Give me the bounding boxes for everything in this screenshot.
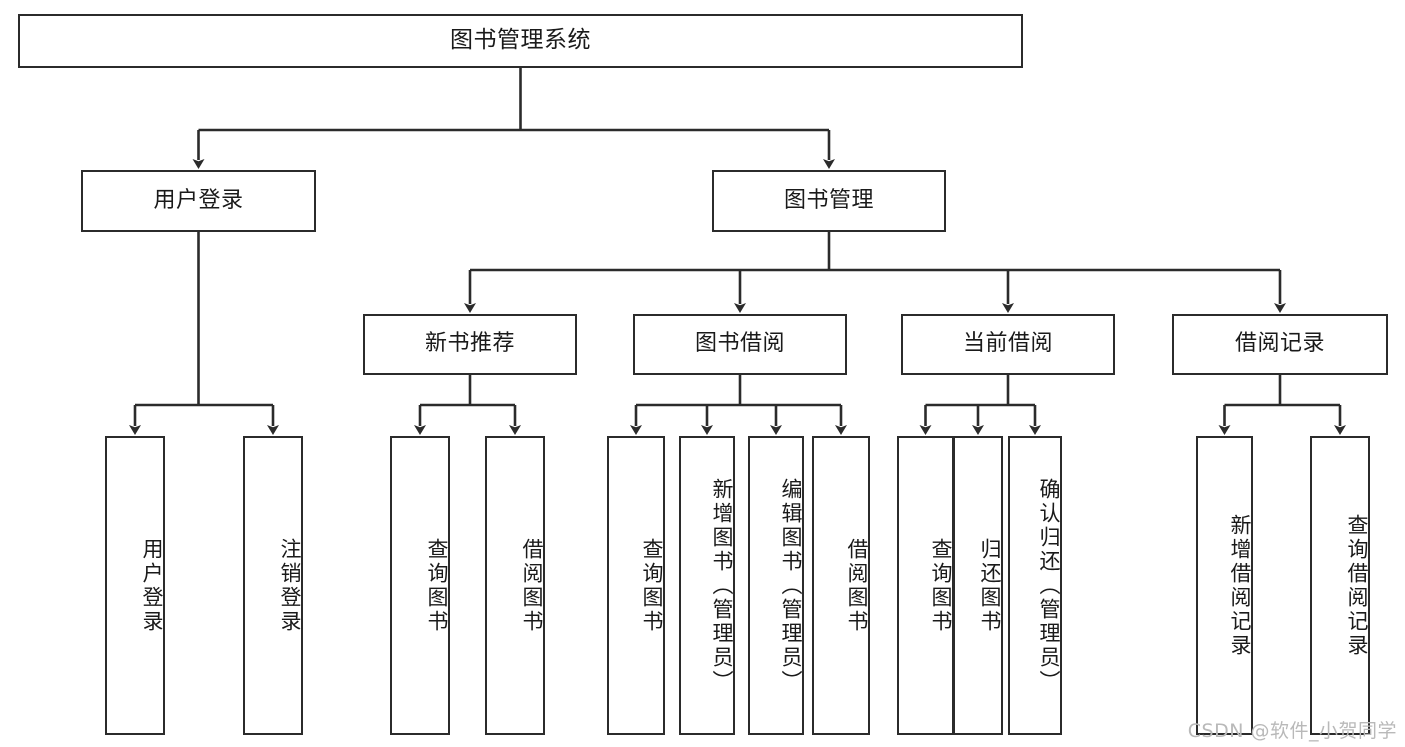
node-label: 新增借阅记录 [1228, 513, 1252, 658]
node-label: 借阅图书 [520, 537, 544, 634]
node-level2-用户登录[interactable]: 用户登录 [81, 170, 316, 232]
node-leaf-新书推荐-查询图书[interactable]: 查询图书 [390, 436, 450, 735]
node-label: 当前借阅 [962, 331, 1053, 357]
node-label: 用户登录 [140, 537, 164, 634]
node-label: 新增图书（管理员） [710, 477, 734, 694]
node-leaf-当前借阅-查询图书[interactable]: 查询图书 [897, 436, 954, 735]
node-label: 查询图书 [640, 537, 664, 634]
node-level3-新书推荐[interactable]: 新书推荐 [363, 314, 577, 375]
node-label: 用户登录 [153, 187, 244, 213]
node-label: 借阅记录 [1234, 331, 1325, 357]
watermark-text: CSDN @软件_小贺同学 [1187, 720, 1397, 742]
node-label: 确认归还（管理员） [1037, 477, 1061, 694]
node-label: 图书管理系统 [450, 27, 591, 54]
node-label: 查询图书 [929, 537, 953, 634]
node-label: 新书推荐 [424, 331, 515, 357]
node-level3-借阅记录[interactable]: 借阅记录 [1172, 314, 1388, 375]
node-label: 图书管理 [783, 187, 874, 213]
node-level3-图书借阅[interactable]: 图书借阅 [633, 314, 847, 375]
node-leaf-新书推荐-借阅图书[interactable]: 借阅图书 [485, 436, 545, 735]
node-label: 编辑图书（管理员） [779, 477, 803, 694]
node-leaf-当前借阅-归还图书[interactable]: 归还图书 [953, 436, 1003, 735]
node-level2-图书管理[interactable]: 图书管理 [712, 170, 946, 232]
node-leaf-借阅记录-新增借阅记录[interactable]: 新增借阅记录 [1196, 436, 1253, 735]
node-label: 借阅图书 [845, 537, 869, 634]
node-level3-当前借阅[interactable]: 当前借阅 [901, 314, 1115, 375]
node-root-图书管理系统[interactable]: 图书管理系统 [18, 14, 1023, 68]
node-label: 归还图书 [978, 537, 1002, 634]
node-leaf-图书借阅-借阅图书[interactable]: 借阅图书 [812, 436, 870, 735]
node-leaf-图书借阅-新增图书管理员[interactable]: 新增图书（管理员） [679, 436, 735, 735]
node-leaf-图书借阅-查询图书[interactable]: 查询图书 [607, 436, 665, 735]
node-leaf-用户登录-注销登录[interactable]: 注销登录 [243, 436, 303, 735]
node-label: 查询借阅记录 [1345, 513, 1369, 658]
node-leaf-借阅记录-查询借阅记录[interactable]: 查询借阅记录 [1310, 436, 1370, 735]
node-leaf-图书借阅-编辑图书管理员[interactable]: 编辑图书（管理员） [748, 436, 804, 735]
node-label: 注销登录 [278, 537, 302, 634]
node-label: 查询图书 [425, 537, 449, 634]
node-leaf-当前借阅-确认归还管理员[interactable]: 确认归还（管理员） [1008, 436, 1062, 735]
node-label: 图书借阅 [694, 331, 785, 357]
node-leaf-用户登录-用户登录[interactable]: 用户登录 [105, 436, 165, 735]
